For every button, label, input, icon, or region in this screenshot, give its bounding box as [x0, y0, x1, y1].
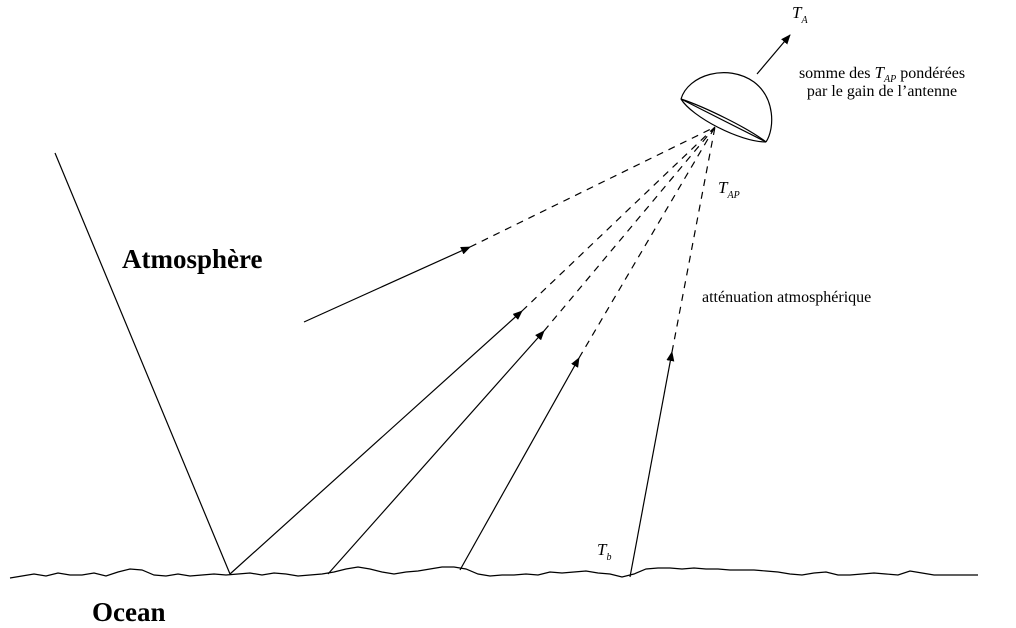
- antenna-sum-line-2: par le gain de l’antenne: [807, 83, 957, 100]
- ray-2-dashed: [543, 126, 716, 332]
- ray-atmospheric-solid: [303, 246, 471, 323]
- ray-4-solid: [629, 351, 675, 578]
- antenna-temperature-label: TA: [792, 3, 808, 26]
- atmosphere-label: Atmosphère: [122, 244, 263, 274]
- ray-3-dashed: [578, 126, 716, 359]
- antenna-icon: [680, 72, 773, 143]
- ocean-label: Ocean: [92, 597, 166, 627]
- antenna-sum-line-1: somme des TAP pondérées: [799, 63, 965, 86]
- ray-2-solid: [327, 330, 545, 575]
- ray-4-dashed: [671, 126, 716, 353]
- brightness-temperature-label: Tb: [597, 540, 611, 563]
- apparent-temperature-label: TAP: [718, 178, 740, 201]
- attenuation-label: atténuation atmosphérique: [702, 289, 871, 306]
- ray-1-solid: [229, 310, 523, 575]
- ocean-surface-line: [9, 566, 978, 579]
- ray-1-dashed: [521, 126, 716, 312]
- ray-atmospheric-dashed: [469, 126, 716, 248]
- antenna-output-arrow: [756, 34, 791, 75]
- ray-3-solid: [459, 357, 580, 571]
- atmosphere-boundary-line: [54, 152, 231, 575]
